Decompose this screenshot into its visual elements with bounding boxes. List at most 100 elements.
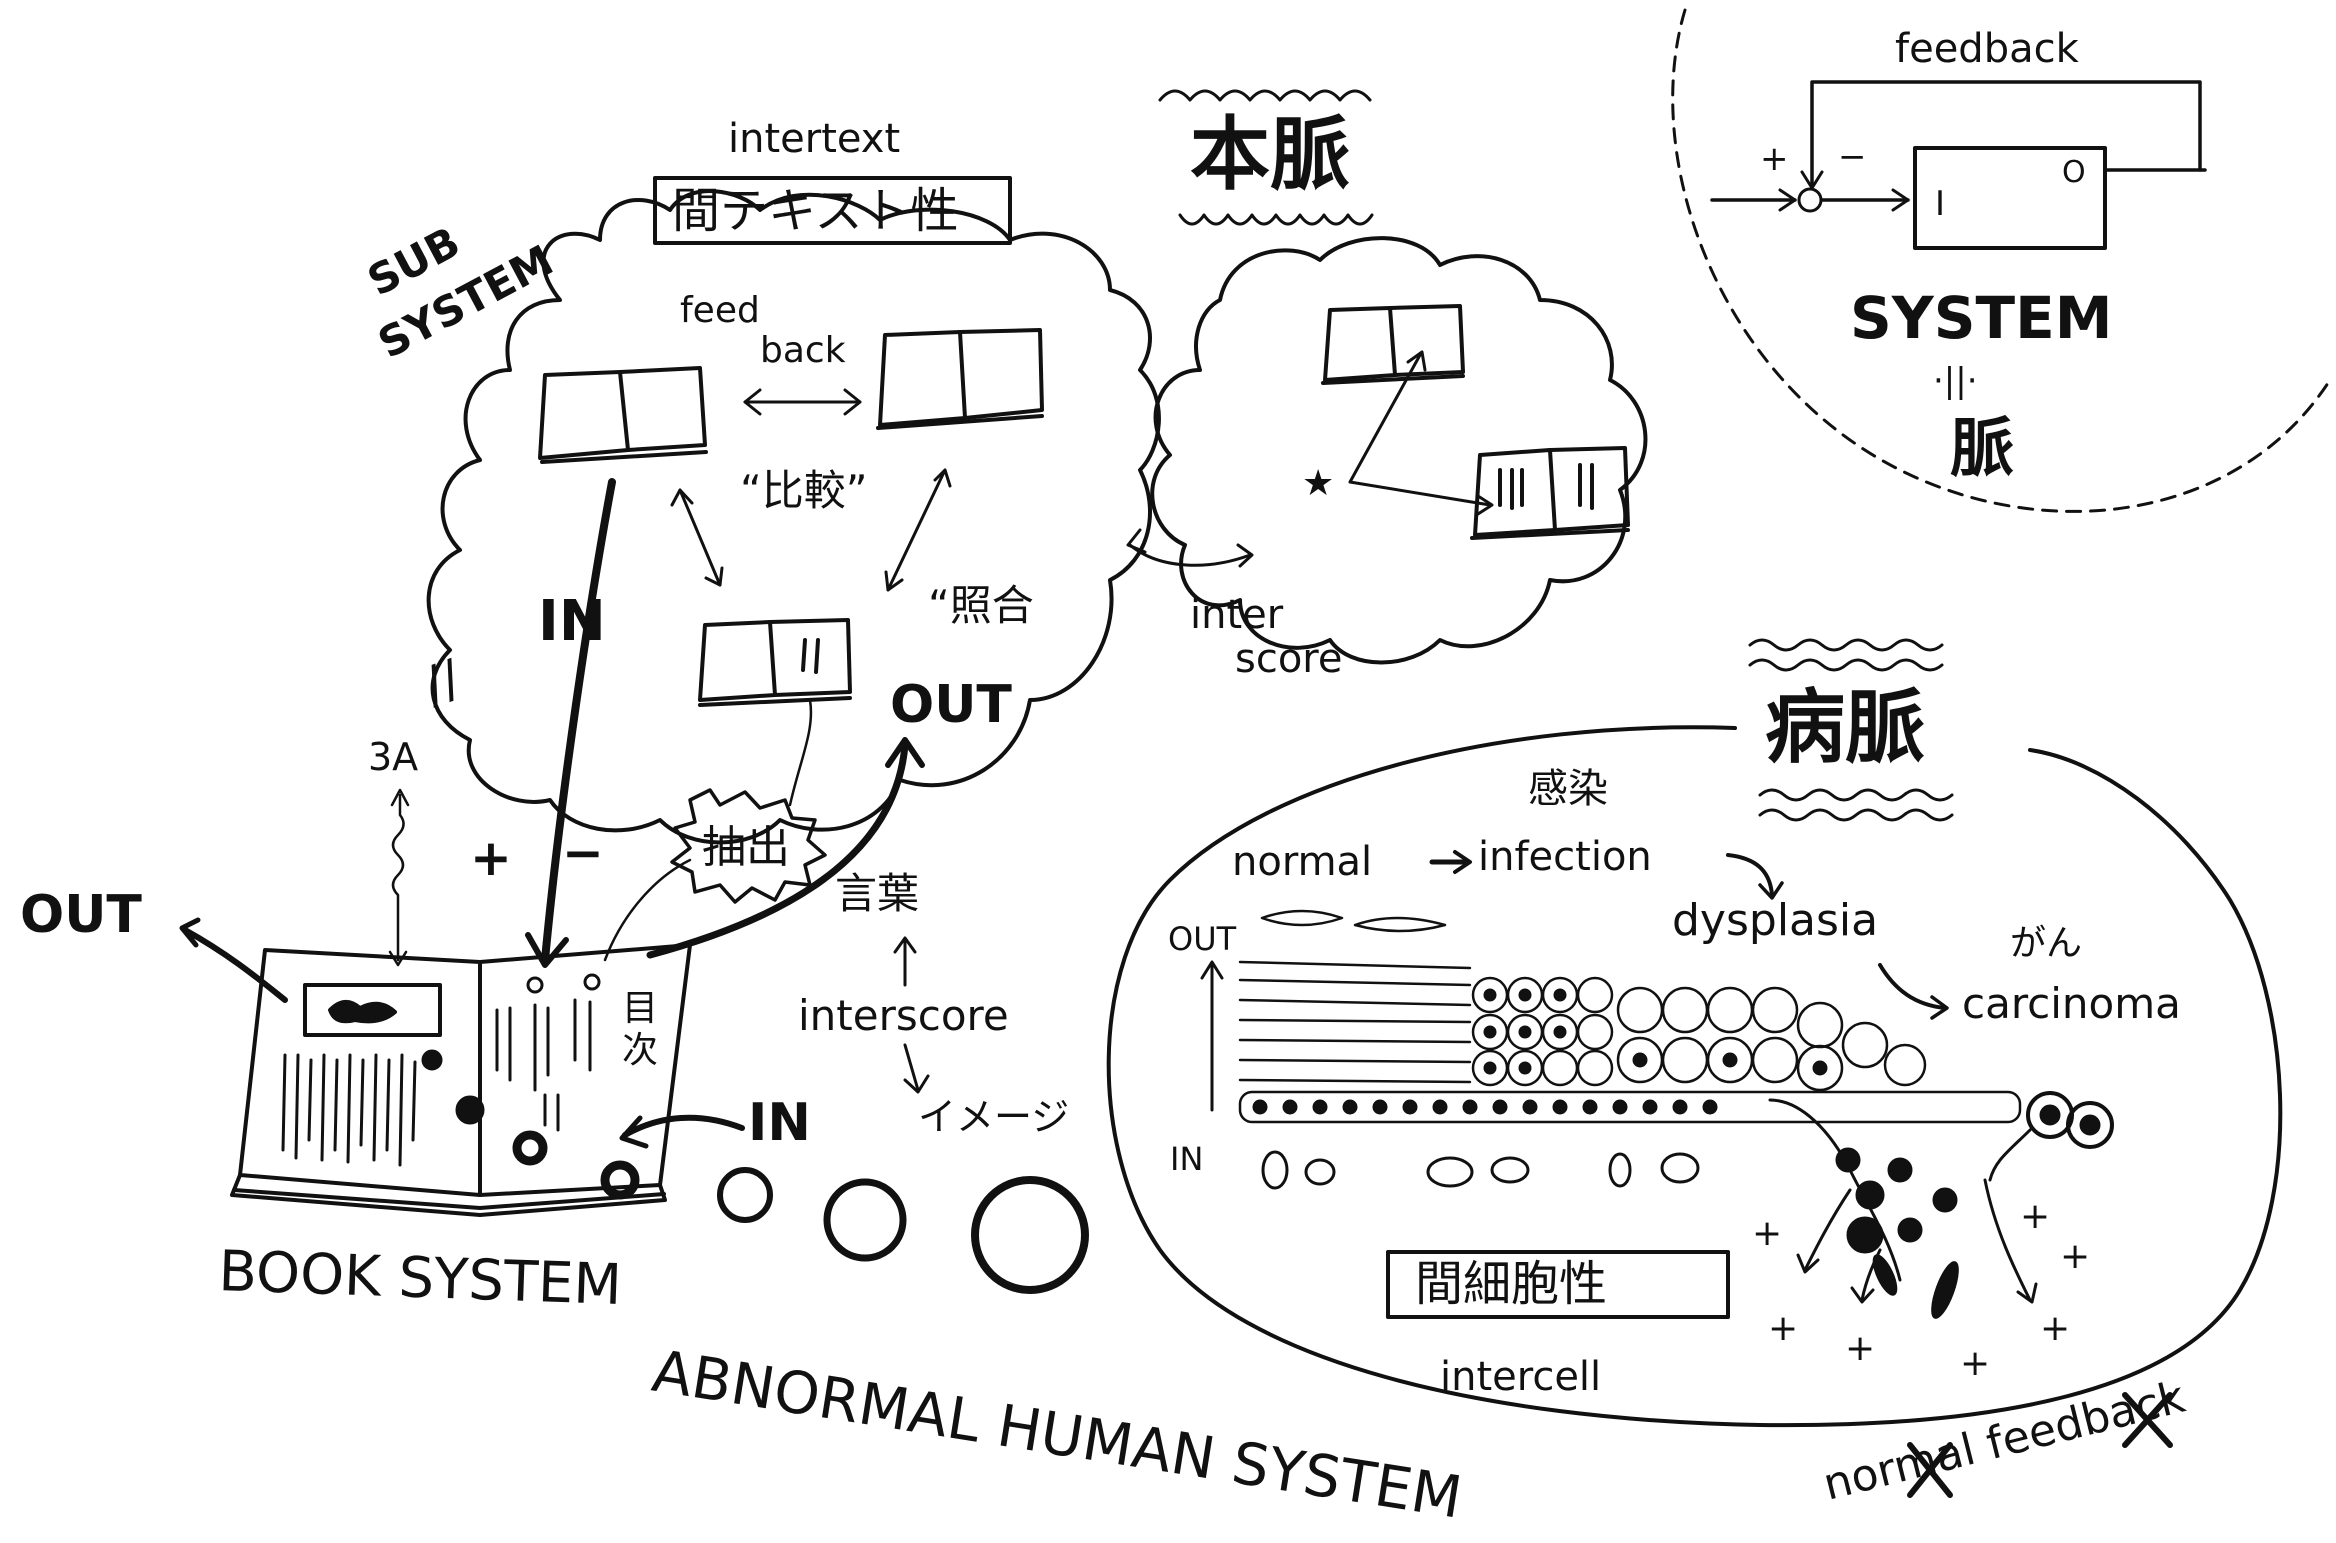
in-book-arrow <box>622 1114 745 1138</box>
honmyaku-scallop-bottom <box>1178 213 1374 226</box>
in-main-arrow <box>541 478 616 964</box>
intertext-jp-label: 間テキスト性 <box>672 183 959 239</box>
honmyaku-cloud <box>1150 236 1648 665</box>
book-dot-4 <box>600 1160 640 1200</box>
system-feedback-loop <box>1810 80 2202 187</box>
shougou-label: “照合 <box>928 581 1034 630</box>
mokuji-label-2: 次 <box>622 1030 658 1071</box>
honmyaku-scallop-top <box>1158 89 1372 102</box>
back-label: back <box>760 330 846 371</box>
hikaku-label: “比較” <box>740 466 868 515</box>
minus-sign: − <box>562 824 604 882</box>
byomyaku-label: 病脈 <box>1765 681 1925 774</box>
in-cell-label: IN <box>1170 1140 1203 1178</box>
dysplastic-cells <box>1471 976 1927 1092</box>
book-dot-3 <box>512 1130 548 1166</box>
book-hole-2 <box>583 973 601 991</box>
interscore-link-arrow <box>1128 543 1252 567</box>
basal-cell-row <box>1238 1090 2022 1124</box>
svg-text:+: + <box>2020 1196 2050 1237</box>
book-dot-1 <box>421 1049 443 1071</box>
feedback-double-arrow <box>743 388 862 416</box>
book-system-label: BOOK SYSTEM <box>218 1239 623 1318</box>
honmyaku-label: 本脈 <box>1190 108 1350 201</box>
chuushutsu-burst <box>670 788 827 904</box>
kotoba-label: 言葉 <box>835 869 919 918</box>
intercell-box <box>1386 1250 1730 1319</box>
crossed-out-marks <box>1907 1392 2173 1498</box>
svg-text:+: + <box>1752 1213 1782 1254</box>
book-right-page-lines <box>495 998 592 1132</box>
byomyaku-wave-bottom2 <box>1758 808 1954 822</box>
byomyaku-wave-top2 <box>1748 658 1944 672</box>
svg-text:+: + <box>1768 1308 1798 1349</box>
feedback-top-label: feedback <box>1895 26 2080 72</box>
system-block-input: I <box>1935 184 1945 224</box>
normal-label: normal <box>1232 839 1372 885</box>
three-a-squiggle-arrow <box>391 793 405 962</box>
book-icon-bottom <box>698 618 852 707</box>
chuushutsu-label: 抽出 <box>702 822 790 873</box>
byomyaku-wave-bottom1 <box>1758 788 1954 802</box>
system-dashed-arc <box>1671 8 2332 513</box>
dysplasia-label: dysplasia <box>1672 895 1878 946</box>
infection-to-dysplasia-arrow <box>1726 853 1774 897</box>
thought-bubble-chain <box>717 1167 1089 1294</box>
inter-label: inter <box>1190 592 1284 638</box>
in-book-label: IN <box>748 1093 811 1153</box>
compare-arrow-right <box>884 468 952 592</box>
myaku-label: 脈 <box>1950 412 2014 486</box>
dysplasia-to-carcinoma-arrow <box>1878 963 1947 1010</box>
lower-vessels <box>1261 1150 1700 1190</box>
system-minus: − <box>1838 137 1867 177</box>
invading-cancer-cells <box>1768 1091 2114 1319</box>
svg-text:+: + <box>1845 1328 1875 1369</box>
system-equals-mark: ·||· <box>1933 361 1978 401</box>
normal-feedback-label: normal feedback <box>1818 1371 2190 1510</box>
abnormal-system-outline <box>1106 725 2283 1428</box>
score-label: score <box>1235 636 1342 682</box>
out-left-label: OUT <box>20 885 142 945</box>
out-left-arrow <box>182 927 288 1003</box>
intertext-label: intertext <box>728 116 900 162</box>
out-main-label: OUT <box>890 675 1012 735</box>
gan-label: がん <box>2010 923 2082 964</box>
feed-label: feed <box>680 290 760 331</box>
out-cell-label: OUT <box>1168 920 1237 958</box>
chuushutsu-line-to-main <box>603 858 692 962</box>
intercell-en-label: intercell <box>1440 1354 1601 1400</box>
chuushutsu-line-to-book <box>788 698 813 807</box>
infection-label: infection <box>1478 834 1652 880</box>
book-dot-2 <box>455 1095 485 1125</box>
kansen-label: 感染 <box>1528 766 1608 812</box>
spread-arrows <box>1796 1178 2038 1304</box>
intertext-box <box>653 176 1012 245</box>
interscore-mid-label: interscore <box>798 991 1009 1040</box>
svg-text:+: + <box>1960 1343 1990 1384</box>
subsystem-cloud <box>426 189 1161 845</box>
parallel-mark: // <box>416 649 468 715</box>
system-plus: + <box>1760 139 1789 179</box>
system-block <box>1913 146 2107 250</box>
svg-text:+: + <box>2040 1308 2070 1349</box>
dysplastic-nuclei <box>1483 988 1828 1076</box>
plus-sign: + <box>470 829 512 887</box>
mokuji-label-1: 目 <box>622 988 658 1029</box>
image-kana-label: イメージ <box>918 1095 1069 1139</box>
out-main-arrow <box>646 741 909 959</box>
book-icon-topleft <box>538 366 708 464</box>
star-mark: ★ <box>1302 463 1334 504</box>
book-hole-1 <box>526 976 544 994</box>
three-a-label: 3A <box>368 735 418 779</box>
byomyaku-wave-top1 <box>1748 638 1944 652</box>
system-summing-junction <box>1797 187 1823 213</box>
book-left-page-lines <box>281 1053 417 1167</box>
honmyaku-book-bottom <box>1470 446 1630 540</box>
basal-nuclei <box>1252 1099 1718 1115</box>
book-system-book <box>230 943 692 1217</box>
svg-text:+: + <box>2060 1236 2090 1277</box>
honmyaku-book-top <box>1321 304 1465 385</box>
carcinoma-label: carcinoma <box>1962 979 2181 1028</box>
flat-squamous-cells <box>1238 909 1472 1084</box>
